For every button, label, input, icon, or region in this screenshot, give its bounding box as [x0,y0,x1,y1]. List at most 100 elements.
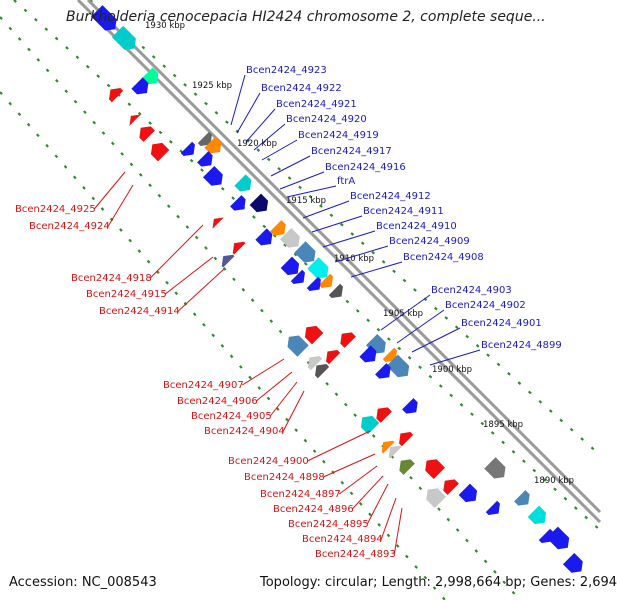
gene-shape [109,88,124,103]
map-title: Burkholderia cenocepacia HI2424 chromoso… [66,9,546,25]
gene-shape [375,363,391,379]
gene-label-reverse: Bcen2424_4925 [15,204,96,215]
gene-feature-21 [527,505,547,525]
gene-feature-57 [443,479,459,495]
leader-line [245,108,276,143]
gene-shape [180,141,195,156]
scale-label-4: 1915 kbp [286,196,326,206]
gene-shape [399,432,414,447]
gene-feature-32 [359,345,377,363]
gene-shape [399,459,415,475]
leader-line [93,171,126,210]
gene-label-forward: Bcen2424_4901 [461,318,542,329]
gene-feature-40 [150,142,170,162]
gene-feature-29 [280,256,300,276]
gene-feature-19 [484,457,506,479]
gene-shape [426,488,447,509]
gene-feature-16 [382,347,397,362]
gene-feature-44 [287,335,309,357]
gene-feature-24 [180,141,195,156]
gene-label-reverse: Bcen2424_4896 [273,504,354,515]
leader-line [411,327,461,353]
scale-label-3: 1920 kbp [237,139,277,149]
gene-feature-38 [129,114,141,126]
gene-shape [91,5,117,31]
gene-feature-30 [290,269,305,284]
gene-label-reverse: Bcen2424_4914 [99,306,180,317]
gene-shape [197,131,212,146]
gene-shape [562,552,583,573]
gene-feature-4 [131,77,149,95]
gene-feature-7 [234,174,252,192]
gene-label-forward: Bcen2424_4910 [376,221,457,232]
gene-feature-11 [294,241,316,263]
gene-shape [150,142,170,162]
gene-shape [280,256,300,276]
gene-feature-50 [360,415,380,435]
tick-track-2 [0,91,446,600]
gene-label-reverse: Bcen2424_4900 [228,456,309,467]
gene-shape [131,77,149,95]
gene-shape [230,195,246,211]
gene-feature-58 [426,488,447,509]
gene-feature-46 [308,356,323,371]
gene-shape [212,217,224,229]
gene-shape [359,345,377,363]
gene-shape [382,347,397,362]
gene-label-reverse: Bcen2424_4897 [260,489,341,500]
leader-line [380,497,397,540]
leader-line [334,245,389,263]
gene-feature-6 [204,136,222,154]
gene-feature-20 [514,490,530,506]
gene-feature-25 [197,151,213,167]
gene-shape [514,490,530,506]
gene-feature-33 [375,363,391,379]
gene-label-forward: Bcen2424_4909 [389,236,470,247]
gene-label-reverse: Bcen2424_4895 [288,519,369,530]
gene-feature-12 [307,257,329,279]
gene-shape [485,500,500,515]
gene-feature-53 [381,440,395,454]
gene-feature-31 [306,276,321,291]
gene-feature-52 [399,432,414,447]
scale-label-1: 1930 kbp [145,21,185,31]
leader-line [177,268,225,312]
gene-label-reverse: Bcen2424_4915 [86,289,167,300]
gene-label-reverse: Bcen2424_4918 [71,273,152,284]
gene-shape [388,445,402,459]
leader-line [366,483,389,525]
gene-feature-56 [425,459,446,480]
leader-line [350,261,403,278]
leader-line [286,185,337,198]
gene-feature-36 [538,528,553,543]
gene-label-reverse: Bcen2424_4893 [315,549,396,560]
gene-shape [287,335,309,357]
leader-line [149,224,204,279]
leader-line [302,200,350,219]
gene-shape [304,325,324,345]
gene-feature-1 [91,5,117,31]
leader-line [261,139,298,161]
gene-feature-3 [141,67,159,85]
leader-line [255,371,293,402]
gene-shape [340,332,356,348]
gene-label-forward: Bcen2424_4917 [311,146,392,157]
gene-label-reverse: Bcen2424_4924 [29,221,110,232]
gene-shape [386,354,410,378]
gene-feature-49 [340,332,356,348]
leader-line [351,475,384,510]
gene-shape [328,283,343,298]
leader-line [429,349,481,366]
gene-shape [443,479,459,495]
gene-shape [381,440,395,454]
gene-feature-27 [230,195,246,211]
tick-track-4 [89,0,601,456]
gene-shape [270,220,286,236]
leader-line [323,453,376,478]
gene-shape [484,457,506,479]
scale-label-2: 1925 kbp [192,81,232,91]
gene-feature-45 [304,325,324,345]
leader-line [380,294,431,331]
gene-label-forward: Bcen2424_4899 [481,340,562,351]
